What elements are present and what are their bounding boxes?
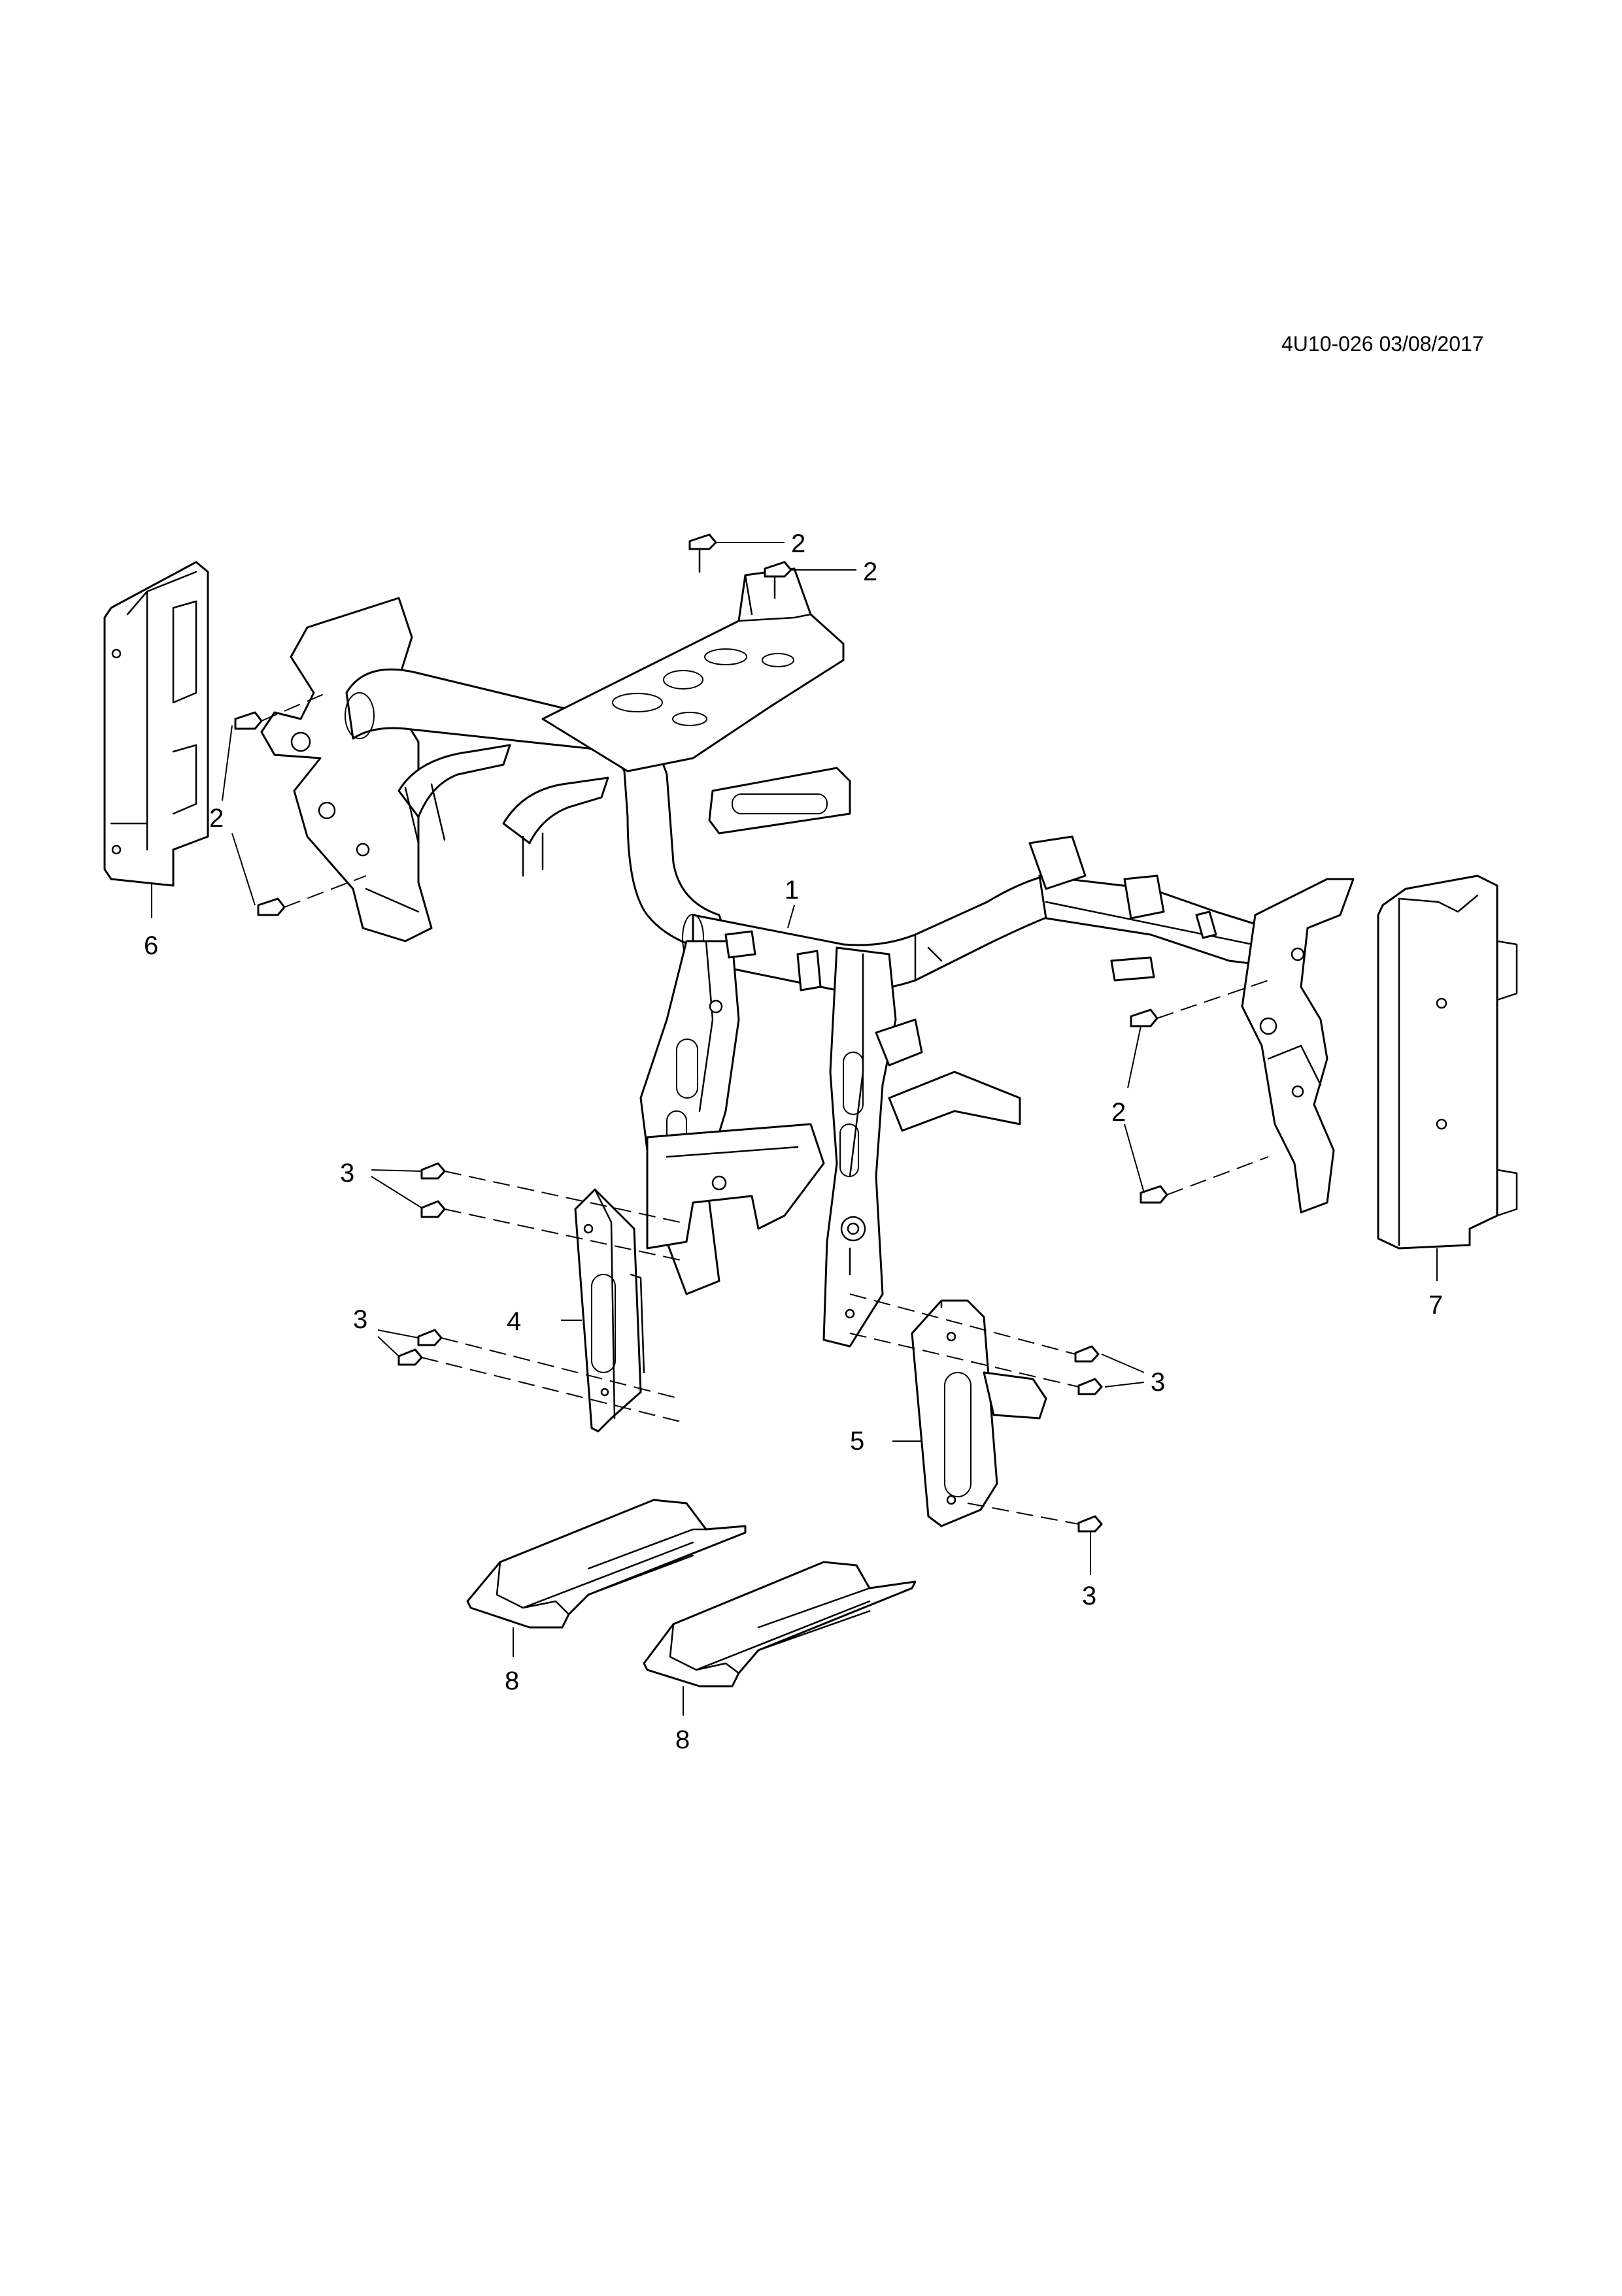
callout-labels: 1 2 2 2 2 3 3 3 3 4 5 6 7 8 8: [144, 529, 1443, 1754]
left-end-cover-part-6: [103, 561, 209, 918]
callout-8-upper: 8: [505, 1667, 519, 1695]
callout-2-left: 2: [209, 804, 224, 833]
right-lower-panel-part-5: [911, 1299, 1047, 1527]
callout-1: 1: [785, 876, 799, 905]
callout-7: 7: [1428, 1291, 1443, 1320]
fastener-bolts-2: [222, 533, 1269, 1204]
callout-3-lower-left: 3: [353, 1305, 367, 1334]
callout-3-bottom: 3: [1082, 1582, 1096, 1610]
cross-car-beam-part-1: [260, 567, 1355, 1348]
callout-6: 6: [144, 931, 158, 960]
callout-2-right: 2: [1111, 1098, 1126, 1127]
callout-5: 5: [850, 1427, 864, 1456]
callout-8-lower: 8: [675, 1725, 690, 1754]
callout-4: 4: [507, 1307, 521, 1336]
left-lower-panel-part-4: [574, 1188, 645, 1433]
fastener-bolts-3: [371, 1162, 1145, 1575]
callout-2-top-right: 2: [863, 557, 877, 586]
floor-duct-upper-part-8: [466, 1499, 747, 1657]
document-reference: 4U10-026 03/08/2017: [1281, 332, 1484, 356]
leader-lines: [561, 905, 922, 1442]
callout-3-upper-left: 3: [340, 1159, 354, 1188]
right-end-cover-part-7: [1377, 874, 1518, 1281]
callout-2-top: 2: [791, 529, 805, 558]
floor-duct-lower-part-8: [643, 1561, 917, 1716]
callout-3-right: 3: [1151, 1368, 1165, 1397]
